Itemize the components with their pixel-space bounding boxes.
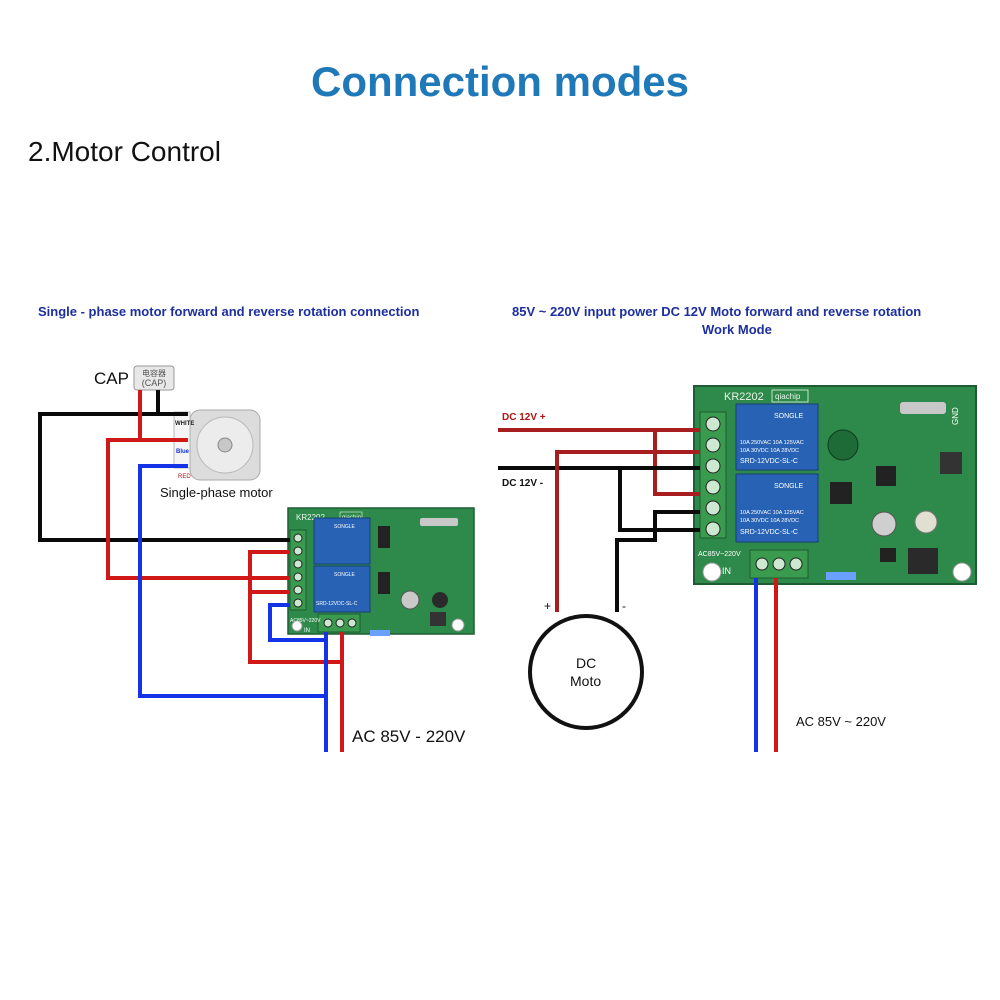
wire-red-label: RED xyxy=(178,474,191,480)
right-diagram-caption-line1: 85V ~ 220V input power DC 12V Moto forwa… xyxy=(512,304,922,319)
right-wires xyxy=(498,428,778,752)
right-in-label: IN xyxy=(722,566,731,576)
right-relay-board: KR2202 qiachip GND SONGLE 10A 250VAC 10A… xyxy=(693,385,977,585)
wire-blue-label: Blue xyxy=(176,449,190,455)
right-relay1-rating1: 10A 250VAC 10A 125VAC xyxy=(740,440,804,446)
left-diagram: 电容器 (CAP) CAP WHITE Blue RED Single-phas… xyxy=(38,365,475,752)
right-diagram: KR2202 qiachip GND SONGLE 10A 250VAC 10A… xyxy=(498,385,977,752)
right-board-model: KR2202 xyxy=(724,391,764,403)
left-relay2-brand: SONGLE xyxy=(334,572,356,578)
right-relay1-model: SRD-12VDC-SL-C xyxy=(740,458,798,465)
right-relay1-brand: SONGLE xyxy=(774,413,804,420)
right-board-brand: qiachip xyxy=(775,392,801,401)
section-subtitle: 2.Motor Control xyxy=(28,136,221,167)
left-diagram-caption: Single - phase motor forward and reverse… xyxy=(38,304,420,319)
left-wires xyxy=(38,390,344,752)
left-relay1-brand: SONGLE xyxy=(334,524,356,530)
dc-motor-label-line2: Moto xyxy=(570,673,601,689)
capacitor-paren-label: (CAP) xyxy=(142,378,167,388)
right-relay2-model: SRD-12VDC-SL-C xyxy=(740,529,798,536)
page-title: Connection modes xyxy=(310,58,690,105)
dc-minus-label: DC 12V - xyxy=(502,478,543,489)
right-relay2-rating2: 10A 30VDC 10A 28VDC xyxy=(740,518,799,524)
motor-plus-label: + xyxy=(544,599,551,613)
left-in-label: IN xyxy=(304,628,310,634)
right-diagram-caption-line2: Work Mode xyxy=(702,322,772,337)
wire-white-label: WHITE xyxy=(175,421,194,427)
capacitor: 电容器 (CAP) xyxy=(133,365,175,391)
left-relay-board: KR2202 qiachip SONGLE SONGLE SRD-12VDC-S… xyxy=(287,507,475,636)
capacitor-chinese-label: 电容器 xyxy=(142,368,166,378)
right-relay1-rating2: 10A 30VDC 10A 28VDC xyxy=(740,448,799,454)
left-power-label: AC 85V - 220V xyxy=(352,727,466,746)
left-input-label: AC85V~220V xyxy=(290,618,321,624)
dc-motor-label-line1: DC xyxy=(576,655,596,671)
left-board-model: KR2202 xyxy=(296,513,325,522)
right-relay2-brand: SONGLE xyxy=(774,483,804,490)
motor-minus-label: - xyxy=(622,599,626,613)
dc-plus-label: DC 12V + xyxy=(502,412,546,423)
left-relay-model: SRD-12VDC-SL-C xyxy=(316,601,358,607)
right-input-label: AC85V~220V xyxy=(698,551,741,558)
capacitor-label: CAP xyxy=(94,369,129,388)
dc-motor: DC Moto xyxy=(528,614,644,730)
right-gnd-label: GND xyxy=(951,407,960,425)
right-power-label: AC 85V ~ 220V xyxy=(796,714,886,729)
right-relay2-rating1: 10A 250VAC 10A 125VAC xyxy=(740,510,804,516)
motor-label: Single-phase motor xyxy=(160,485,273,500)
